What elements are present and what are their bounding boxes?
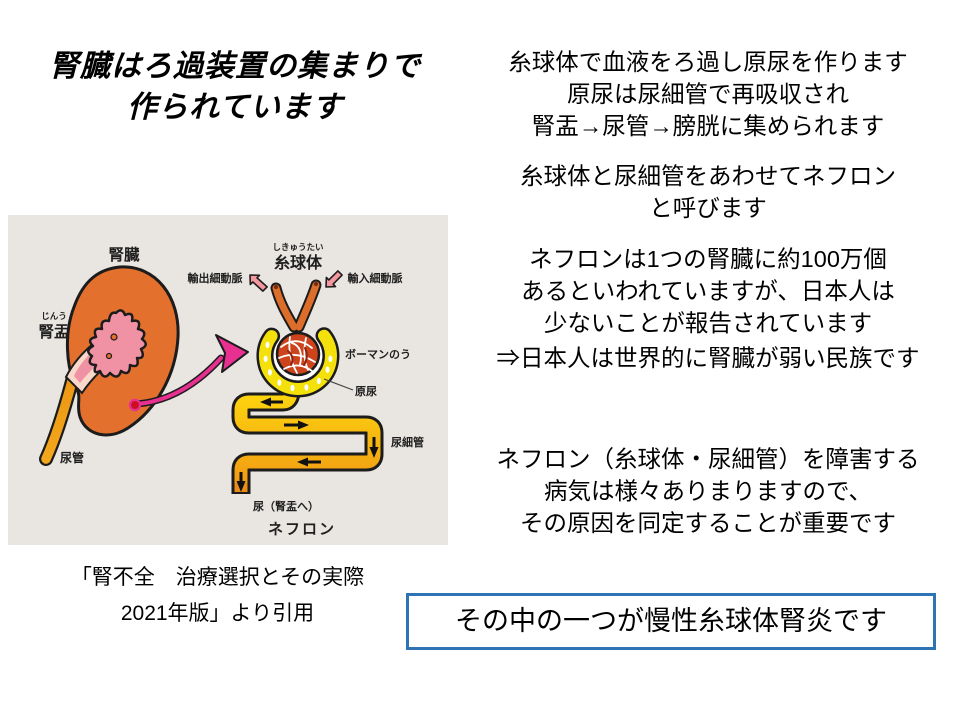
flow-arrow-left-icon [260, 397, 283, 407]
glomerulus-ball [275, 331, 321, 377]
kidney-nephron-diagram: 腎臓 じんう 腎盂 尿管 しきゅうたい 糸球体 輸出細動脈 輸入細動脈 ボーマン… [8, 215, 448, 545]
label-nephron: ネフロン [268, 521, 336, 538]
label-urine-to-pelvis: 尿（腎盂へ） [253, 500, 319, 513]
label-afferent-arteriole: 輸入細動脈 [348, 271, 403, 285]
title-line: 作られています [126, 91, 344, 124]
text-block-filtration: 糸球体で血液をろ過し原尿を作ります 原尿は尿細管で再吸収され 腎盂→尿管→膀胱に… [458, 46, 958, 142]
text-line: 原尿は尿細管で再吸収され [567, 81, 849, 107]
text-line: ネフロンは1つの腎臓に約100万個 [529, 246, 887, 272]
text-line: ⇒日本人は世界的に腎臓が弱い民族です [496, 345, 920, 371]
conclusion-text: その中の一つが慢性糸球体腎炎です [455, 606, 887, 636]
text-line: ネフロン（糸球体・尿細管）を障害する [496, 446, 920, 472]
flow-arrow-left-icon [297, 457, 321, 467]
text-block-nephron-count: ネフロンは1つの腎臓に約100万個 あるといわれていますが、日本人は 少ないこと… [458, 243, 958, 339]
title-line: 腎臓はろ過装置の集まりで [49, 50, 421, 83]
label-bowmans-capsule: ボーマンのう [345, 347, 411, 361]
flow-arrows [236, 397, 379, 492]
label-renal-tubule: 尿細管 [391, 435, 424, 449]
magnify-arrow [128, 334, 249, 412]
conclusion-box: その中の一つが慢性糸球体腎炎です [406, 593, 936, 650]
slide-title: 腎臓はろ過装置の集まりで 作られています [25, 46, 445, 128]
text-line: 腎盂→尿管→膀胱に集められます [531, 113, 885, 139]
label-renal-pelvis-furigana: じんう [41, 311, 67, 321]
label-glomerulus: 糸球体 [274, 253, 323, 272]
label-kidney: 腎臓 [108, 246, 140, 264]
text-block-disease: ネフロン（糸球体・尿細管）を障害する 病気は様々ありまりますので、 その原因を同… [458, 443, 958, 539]
text-line: と呼びます [649, 195, 767, 221]
arteriole-vessels [270, 279, 322, 333]
label-glomerulus-furigana: しきゅうたい [272, 242, 323, 252]
text-line: 病気は様々ありまりますので、 [543, 478, 873, 504]
label-primary-urine: 原尿 [355, 385, 377, 398]
citation: 「腎不全 治療選択とその実際 2021年版」より引用 [20, 560, 415, 632]
flow-arrow-down-icon [236, 472, 246, 492]
label-efferent-arteriole: 輸出細動脈 [188, 271, 243, 285]
label-ureter: 尿管 [60, 450, 84, 465]
text-line: 糸球体と尿細管をあわせてネフロン [520, 163, 896, 189]
citation-line: 2021年版」より引用 [120, 602, 315, 625]
filtrate-drops [263, 341, 333, 392]
afferent-arrow-icon [325, 270, 343, 288]
text-line: 糸球体で血液をろ過し原尿を作ります [508, 49, 908, 75]
label-renal-pelvis: 腎盂 [38, 323, 70, 341]
text-line: あるといわれていますが、日本人は [521, 278, 895, 304]
efferent-arrow-icon [249, 274, 268, 292]
ureter-tube [39, 374, 79, 466]
flow-arrow-down-icon [369, 437, 379, 458]
renal-pelvis-shape [87, 309, 147, 378]
text-line: 少ないことが報告されています [543, 310, 873, 336]
citation-line: 「腎不全 治療選択とその実際 [70, 566, 365, 589]
text-line: その原因を同定することが重要です [520, 510, 896, 536]
text-block-nephron-definition: 糸球体と尿細管をあわせてネフロン と呼びます [458, 160, 958, 224]
flow-arrow-right-icon [284, 420, 309, 430]
primary-urine-pointer [323, 378, 354, 391]
text-block-weak-kidney: ⇒日本人は世界的に腎臓が弱い民族です [458, 342, 958, 374]
